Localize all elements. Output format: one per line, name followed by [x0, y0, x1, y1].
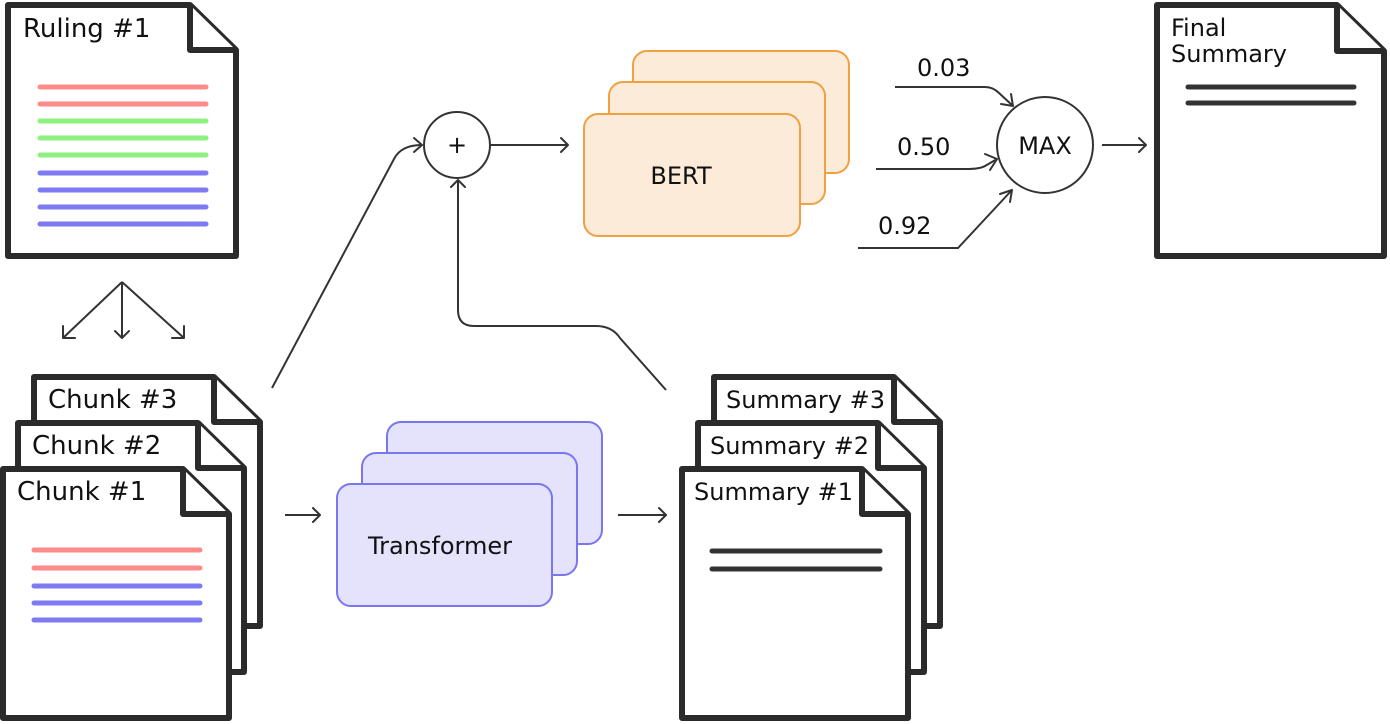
arrow-chunks-to-combine [271, 137, 423, 389]
final-summary-document: Final Summary [1154, 2, 1387, 259]
max-node: MAX [996, 96, 1094, 194]
ruling-text-lines [37, 84, 209, 227]
score-inputs: 0.03 0.50 0.92 [858, 54, 1014, 249]
arrow-transformer-to-summaries [618, 507, 667, 523]
final-title-line1: Final [1171, 14, 1226, 42]
bert-label: BERT [650, 162, 712, 190]
score-label: 0.50 [897, 133, 950, 161]
score-label: 0.03 [917, 54, 970, 82]
arrow-summaries-to-combine [450, 179, 667, 391]
arrow-combine-to-bert [490, 137, 569, 153]
chunk-title: Chunk #1 [17, 477, 146, 507]
summary-title: Summary #1 [694, 478, 853, 506]
chunk-title: Chunk #3 [48, 385, 177, 415]
combine-node: + [423, 111, 491, 179]
combine-symbol: + [447, 131, 467, 159]
bert-stack: BERT [583, 50, 850, 237]
chunk-text-lines [31, 547, 203, 623]
ruling-document: Ruling #1 [5, 2, 239, 259]
summary-title: Summary #3 [726, 386, 885, 414]
split-arrows [62, 281, 185, 339]
bert-card [583, 113, 801, 237]
transformer-label: Transformer [367, 532, 512, 560]
summary-title: Summary #2 [710, 432, 869, 460]
summary-document-1: Summary #1 [679, 466, 911, 721]
max-label: MAX [1018, 132, 1072, 160]
arrow-chunks-to-transformer [285, 507, 321, 523]
transformer-card [336, 483, 553, 607]
chunk-title: Chunk #2 [32, 431, 161, 461]
ruling-title: Ruling #1 [23, 14, 150, 44]
final-title-line2: Summary [1171, 40, 1287, 68]
transformer-stack: Transformer [336, 421, 603, 607]
score-label: 0.92 [878, 212, 931, 240]
arrow-max-to-final [1102, 137, 1147, 153]
chunk-document-1: Chunk #1 [0, 466, 232, 721]
